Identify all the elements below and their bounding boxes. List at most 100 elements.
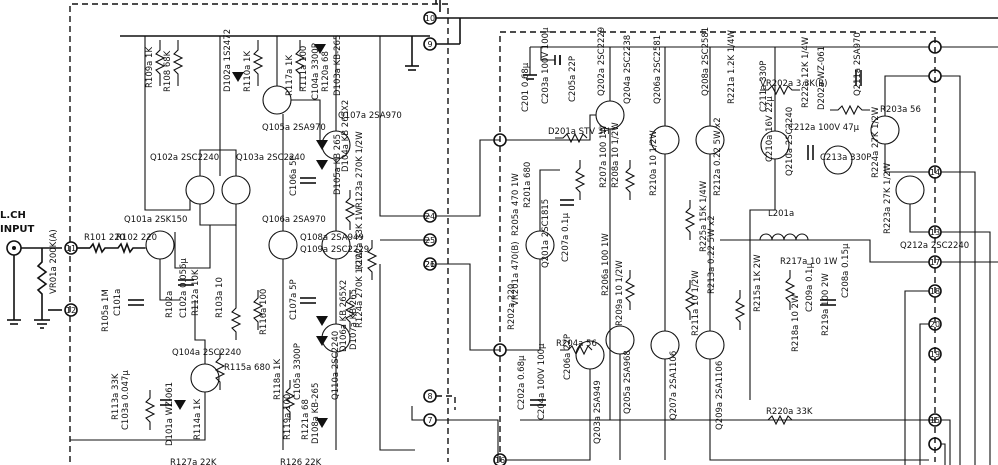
component-q203a: Q203a 2SA949 [593,380,603,444]
component-q108a: Q108a 2SA949 [300,233,364,243]
component-r202a: R202a 220 [507,284,517,330]
terminal-number-20: 20 [930,320,940,329]
component-r217a: R217a 10 1W [780,257,838,267]
component-r210a: R210a 10 1/2W [649,130,659,196]
component-r115a: R115a 680 [224,363,270,373]
component-d105a: D105a KB 265 [333,134,343,195]
terminal-number-24: 24 [425,212,435,221]
q103a-transistor [221,175,251,205]
component-d202a: D202a WZ-061 [817,46,827,110]
component-r109a: R109a 1K [145,47,155,88]
component-vr202a: VR202a 3.3K(B) [760,79,827,89]
terminal-number-13: 13 [930,228,940,237]
capacitor-marks-left [128,177,316,406]
component-r122a: R122a 33K 1W [355,206,365,270]
component-r114a: R114a 1K [193,399,203,440]
component-r224a: R224a 27K 1/2W [871,106,881,178]
component-q202a: Q202a 2SC2229 [597,27,607,96]
input-label-line1: L.CH [0,210,26,221]
terminal-number-21: 21 [425,260,435,269]
component-q211a: Q211a 2SA970 [853,32,863,96]
d102a-diode [232,72,244,82]
component-q208a: Q208a 2SC2581 [701,27,711,96]
component-r220a: R220a 33K [766,407,813,417]
component-q104a: Q104a 2SC2240 [172,348,241,358]
component-r126: R126 22K [280,458,322,465]
component-vr201a: VR201a 470(B) [511,241,521,306]
component-r203a: R203a 56 [880,105,921,115]
component-r127a: R127a 22K [170,458,217,465]
board-outline-left [69,3,449,462]
component-r112a: R112a 10K [191,269,201,316]
component-r218a: R218a 10 2W [791,294,801,352]
component-r221a: R221a 1.2K 1/4W [727,29,737,104]
component-q205a: Q205a 2SA968 [623,350,633,414]
component-q210a: Q210a 2SC2240 [785,107,795,176]
component-q109a: Q109a 2SC2229 [300,245,369,255]
component-d101a: D101a WZ-061 [165,382,175,446]
component-d108a: D108a KB-265 [311,383,321,444]
terminal-12-left [64,303,78,317]
component-r222a: R222a 12K 1/4W [801,36,811,108]
component-d201a: D201a STV 3H [548,127,610,137]
component-r225a: R225a 15K 1/4W [699,180,709,252]
d104a-diode [316,140,328,150]
terminal-number-12: 12 [66,306,76,315]
component-r110a: R110a 1K [243,51,253,92]
terminal-19 [928,347,942,361]
component-r223a: R223a 27K 1/2W [883,162,893,234]
component-c203a: C203a 100V 100μ [541,27,551,104]
terminal-number-8: 8 [427,392,432,401]
component-r123a: R123a 270K 1/2W [355,131,365,208]
terminal-number-26: 26 [425,260,435,269]
component-r213a: R213a 0.22 5W x2 [707,215,717,294]
q212a-transistor [895,175,925,205]
terminal-number-19: 19 [930,350,940,359]
q102a-transistor [185,175,215,205]
input-jack-center [12,246,16,250]
component-r208a: R208a 10 1/2W [611,122,621,188]
component-c202a: C202a 0.68μ [517,355,527,410]
component-c209a: C209a 0.1μ [805,262,815,312]
component-c201: C201 0.68μ [521,62,531,112]
component-r105a: R105a 1M [101,289,111,332]
component-r124a: R124a 270K 1/2W [355,251,365,328]
l201a-coil [759,233,809,241]
component-c101a: C101a [113,289,123,316]
component-c210a: C210a 16V 22μ [765,96,775,162]
component-q212a: Q212a 2SC2240 [900,241,969,251]
component-r205a: R205a 470 1W [511,173,521,236]
component-q204a: Q204a 2SC2238 [623,35,633,104]
component-q107a: Q107a 2SA970 [338,111,402,121]
component-q209a: Q209a 2SA1106 [715,361,725,430]
component-r215a: R215a 1K 2W [753,254,763,312]
component-r111a: R111a 100 [299,46,309,92]
component-r121a: R121a 68 [301,399,311,440]
component-r211a: R211a 10 1/2W [691,270,701,336]
component-q101a: Q101a 2SK150 [124,215,187,225]
component-r102a: R102a [165,291,175,318]
component-r117a: R117a 1K [285,55,295,96]
terminal-number-9: 9 [427,40,432,49]
component-q102a: Q102a 2SC2240 [150,153,219,163]
component-q105a: Q105a 2SA970 [262,123,326,133]
component-r116a: R116a 100 [259,289,269,335]
terminal-number-10: 10 [425,14,435,23]
component-r212a: R212a 0.22 5W x2 [713,117,723,196]
component-c102a: C102a 0.056μ [179,258,189,318]
component-q201a: Q201a 2SC1815 [541,199,551,268]
component-c206a: C206a 22P [563,334,573,380]
component-r101: R101 220 [84,233,125,243]
component-q207a: Q207a 2SA1106 [669,351,679,420]
component-r102: R102 220 [116,233,157,243]
terminal-number-7: 7 [427,416,432,425]
component-d102a: D102a 1S2472 [223,29,233,92]
terminal-number-15: 15 [930,416,940,425]
component-q206a: Q206a 2SC2581 [653,35,663,104]
q104a-transistor [190,363,220,393]
component-r118a: R118a 1K [273,359,283,400]
d101a-diode [174,400,186,410]
